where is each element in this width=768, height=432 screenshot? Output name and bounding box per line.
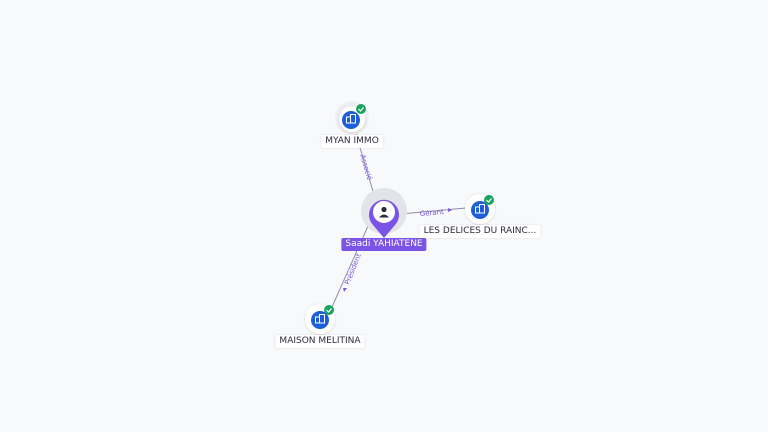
- check-icon: [356, 104, 366, 114]
- building-icon: [315, 314, 325, 324]
- node-label-delices[interactable]: LES DELICES DU RAINC...: [419, 225, 541, 238]
- edge-label-maison: Président: [343, 252, 363, 286]
- arrow-down-icon: [343, 288, 347, 292]
- node-myan[interactable]: [335, 101, 369, 135]
- node-delices[interactable]: [465, 194, 495, 224]
- node-label-myan[interactable]: MYAN IMMO: [321, 135, 383, 148]
- person-icon: [379, 206, 389, 218]
- node-maison[interactable]: [305, 304, 335, 334]
- edge-label-myan: Associé: [358, 154, 373, 182]
- building-icon: [475, 204, 485, 214]
- edge-delices: Gérant: [399, 207, 467, 218]
- arrow-right-icon: [448, 208, 452, 212]
- edge-label-delices: Gérant: [419, 208, 444, 218]
- node-label-person[interactable]: Saadi YAHIATENE: [341, 238, 427, 251]
- node-label-maison[interactable]: MAISON MELITINA: [275, 335, 365, 348]
- node-person[interactable]: [361, 188, 407, 238]
- building-icon: [346, 114, 356, 124]
- check-icon: [324, 305, 334, 315]
- check-icon: [484, 195, 494, 205]
